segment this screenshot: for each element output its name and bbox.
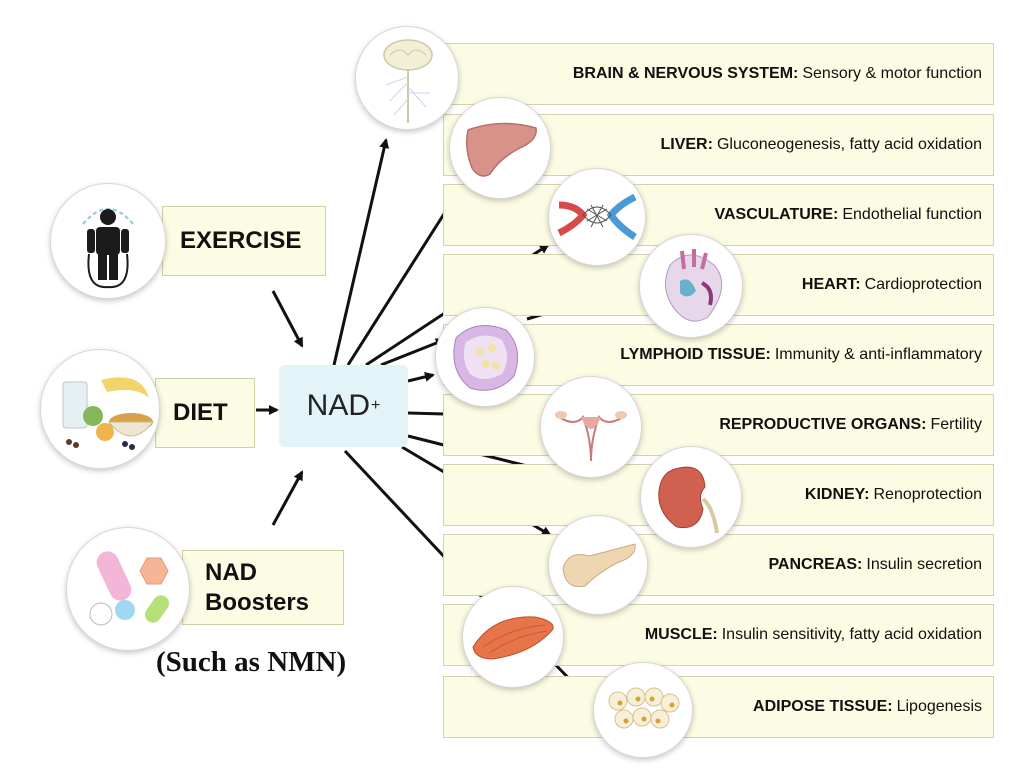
liver-circle	[449, 97, 551, 199]
food-icon	[62, 377, 155, 450]
uterus-icon	[555, 411, 627, 462]
organ-name: LIVER:	[660, 136, 713, 153]
nad-label: NAD	[306, 389, 370, 422]
arrow-nad-to-liver	[346, 193, 458, 366]
boosters-box: NAD Boosters	[182, 550, 344, 625]
exercise-circle	[50, 183, 166, 299]
arrow-nad-to-lymphoid-a	[380, 338, 446, 367]
diet-label: DIET	[173, 399, 228, 426]
fat-cells-icon	[608, 687, 680, 729]
arrow-boosters-to-nad	[271, 470, 304, 526]
organ-name: BRAIN & NERVOUS SYSTEM:	[572, 65, 799, 82]
organ-name: KIDNEY:	[804, 486, 870, 503]
exercise-box: EXERCISE	[162, 206, 326, 276]
organ-name: VASCULATURE:	[714, 206, 839, 223]
organ-name: LYMPHOID TISSUE:	[620, 346, 771, 363]
lymphoid-circle	[435, 307, 535, 407]
diet-circle	[40, 349, 160, 469]
blood-vessel-icon	[557, 193, 637, 240]
arrow-nad-to-lymphoid-b	[407, 372, 435, 383]
pancreas-circle	[548, 515, 648, 615]
arrow-exercise-to-nad	[271, 290, 304, 348]
organ-function: Cardioprotection	[864, 276, 982, 293]
organ-function: Sensory & motor function	[802, 65, 982, 82]
exercise-label: EXERCISE	[180, 227, 302, 254]
organ-name: ADIPOSE TISSUE:	[753, 698, 893, 715]
muscle-circle	[462, 586, 564, 688]
organ-name: HEART:	[801, 276, 861, 293]
organ-function: Endothelial function	[842, 206, 982, 223]
organ-function: Fertility	[930, 416, 982, 433]
organ-box-reproductive: REPRODUCTIVE ORGANS:Fertility	[443, 394, 994, 456]
nad-center-box: NAD+	[279, 365, 408, 447]
boosters-circle	[66, 527, 190, 651]
diet-box: DIET	[155, 378, 255, 448]
boosters-note: (Such as NMN)	[156, 646, 347, 678]
heart-icon	[665, 249, 723, 322]
jump-rope-icon	[82, 208, 134, 289]
organ-name: REPRODUCTIVE ORGANS:	[719, 416, 927, 433]
organ-box-adipose: ADIPOSE TISSUE:Lipogenesis	[443, 676, 994, 738]
brain-circle	[355, 26, 459, 130]
adipose-circle	[593, 662, 693, 758]
brain-icon	[383, 39, 433, 123]
organ-function: Gluconeogenesis, fatty acid oxidation	[716, 136, 982, 153]
organ-box-vasculature: VASCULATURE:Endothelial function	[443, 184, 994, 246]
organ-box-brain: BRAIN & NERVOUS SYSTEM:Sensory & motor f…	[443, 43, 994, 105]
arrow-nad-to-brain	[332, 138, 390, 366]
organ-name: PANCREAS:	[768, 556, 863, 573]
liver-icon	[465, 122, 537, 177]
organ-function: Immunity & anti-inflammatory	[774, 346, 982, 363]
nad-superscript: +	[371, 397, 381, 414]
kidney-circle	[640, 446, 742, 548]
organ-function: Lipogenesis	[896, 698, 982, 715]
heart-circle	[639, 234, 743, 338]
organ-function: Insulin secretion	[866, 556, 982, 573]
organ-name: MUSCLE:	[644, 626, 718, 643]
pancreas-icon	[562, 543, 636, 588]
boosters-label-line1: NAD	[205, 558, 257, 586]
organ-function: Renoprotection	[873, 486, 982, 503]
organ-function: Insulin sensitivity, fatty acid oxidatio…	[721, 626, 982, 643]
muscle-icon	[472, 616, 554, 660]
boosters-label-line2: Boosters	[205, 588, 310, 616]
vasculature-circle	[548, 168, 646, 266]
kidney-icon	[658, 466, 719, 534]
reproductive-circle	[540, 376, 642, 478]
pills-icon	[89, 551, 170, 626]
lymph-node-icon	[453, 325, 519, 391]
